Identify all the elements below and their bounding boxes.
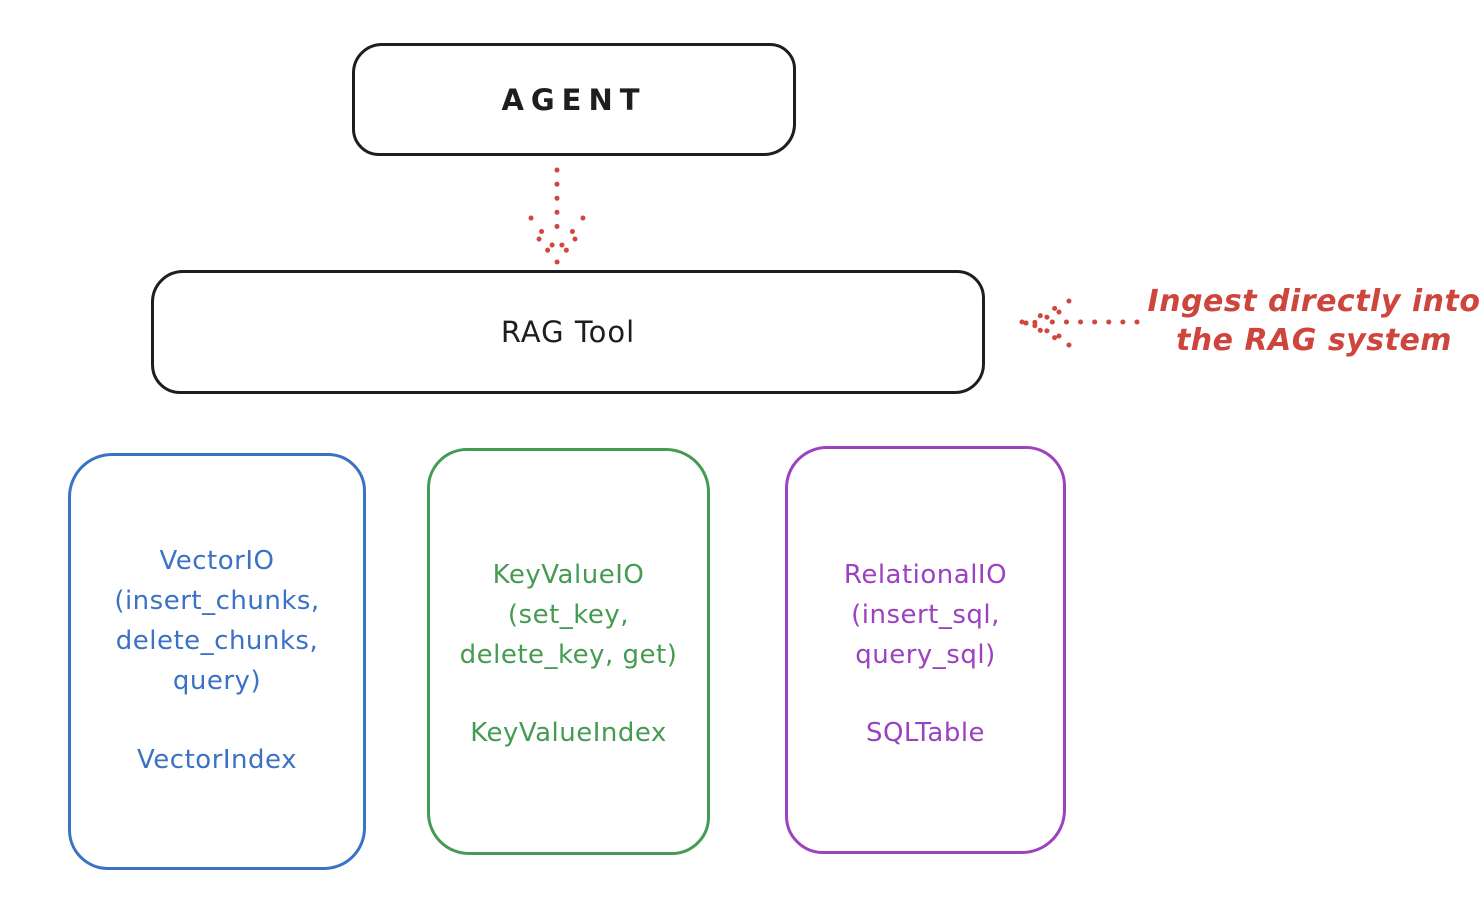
ingest-annotation: Ingest directly into the RAG system — [1142, 282, 1484, 360]
keyvalue-io-line: KeyValueIO — [492, 560, 645, 590]
relational-io-line: RelationalIO — [843, 560, 1008, 590]
keyvalue-io-methods: KeyValueIO (set_key, delete_key, get) — [430, 555, 707, 675]
relational-io-methods: RelationalIO (insert_sql, query_sql) — [788, 555, 1063, 675]
relational-io-line: query_sql) — [855, 640, 996, 670]
rag-tool-box: RAG Tool — [151, 270, 985, 394]
vector-io-line: delete_chunks, — [115, 626, 319, 656]
vector-io-line: query) — [172, 666, 262, 696]
relational-io-box: RelationalIO (insert_sql, query_sql) SQL… — [785, 446, 1066, 854]
keyvalue-io-line: (set_key, — [507, 600, 630, 630]
vector-io-box: VectorIO (insert_chunks, delete_chunks, … — [68, 453, 366, 870]
agent-box: AGENT — [352, 43, 796, 156]
agent-label: AGENT — [501, 82, 647, 117]
vector-index-label: VectorIndex — [137, 745, 297, 775]
ingest-annotation-line1: Ingest directly into — [1147, 284, 1481, 319]
keyvalue-index-label: KeyValueIndex — [470, 718, 667, 748]
keyvalue-io-box: KeyValueIO (set_key, delete_key, get) Ke… — [427, 448, 710, 855]
relational-io-line: (insert_sql, — [851, 600, 1000, 630]
keyvalue-io-line: delete_key, get) — [459, 640, 678, 670]
rag-tool-label: RAG Tool — [500, 315, 636, 349]
vector-io-line: VectorIO — [159, 546, 275, 576]
vector-io-line: (insert_chunks, — [114, 586, 320, 616]
sql-table-label: SQLTable — [865, 718, 986, 748]
ingest-annotation-line2: the RAG system — [1175, 323, 1453, 358]
vector-io-methods: VectorIO (insert_chunks, delete_chunks, … — [71, 541, 363, 701]
